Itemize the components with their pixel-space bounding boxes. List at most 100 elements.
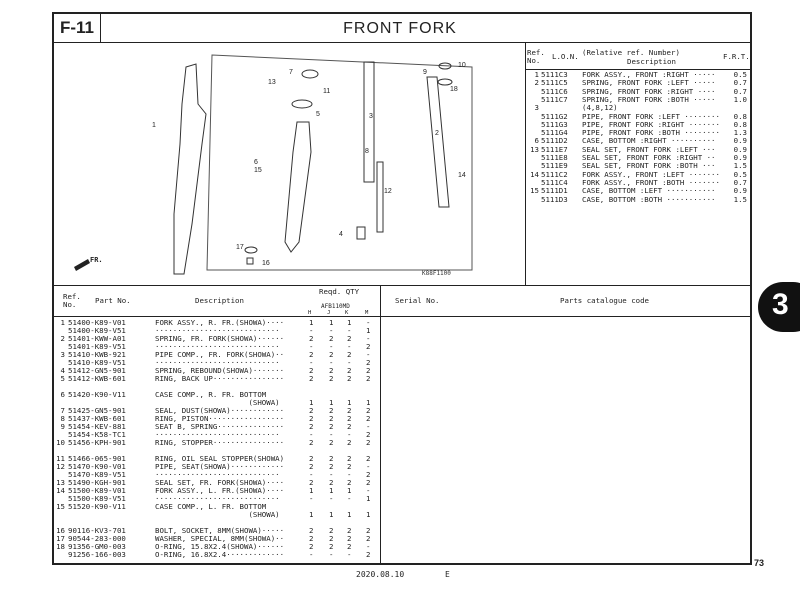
- cell-qty: 2: [366, 414, 371, 423]
- frt-table-header: Ref. No. L.O.N. (Relative ref. Number) D…: [527, 49, 752, 69]
- frt-lon: 5111E8: [541, 153, 568, 162]
- exploded-diagram: K88F1100 FR.: [74, 54, 473, 277]
- cell-desc: ····························: [155, 326, 280, 335]
- cell-qty: 2: [329, 478, 334, 487]
- col-description: Description: [195, 296, 244, 305]
- cell-qty: -: [366, 542, 371, 551]
- cell-qty: 2: [366, 438, 371, 447]
- callout-11: 11: [323, 88, 331, 95]
- frt-lon: 5111D2: [541, 136, 568, 146]
- cell-part: 51454-KEV-881: [68, 422, 126, 431]
- divider: [100, 12, 101, 42]
- cell-qty: 2: [309, 350, 314, 359]
- cell-qty: 1: [347, 398, 352, 407]
- cell-desc: PIPE, SEAT(SHOWA)············: [155, 462, 285, 471]
- cell-qty: -: [347, 326, 352, 335]
- col-lon: L.O.N.: [552, 52, 579, 61]
- frt-frt: 0.8: [733, 111, 747, 121]
- cell-qty: 2: [309, 366, 314, 375]
- divider: [380, 285, 381, 565]
- cell-qty: -: [366, 486, 371, 495]
- cell-qty: -: [347, 550, 352, 559]
- divider: [52, 285, 752, 286]
- cell-qty: 2: [329, 366, 334, 375]
- frt-desc: SEAL SET, FRONT FORK :LEFT ···: [582, 144, 716, 154]
- cell-ref: 14: [56, 486, 65, 495]
- cell-part: 90116-KV3-701: [68, 526, 126, 535]
- cell-ref: 1: [60, 318, 65, 327]
- cell-qty: -: [329, 342, 334, 351]
- cell-qty: 2: [366, 470, 371, 479]
- frt-lon: 5111G4: [541, 128, 568, 138]
- cell-qty: 1: [347, 318, 352, 327]
- cell-qty: 1: [329, 486, 334, 495]
- col-ref: Ref. No.: [63, 292, 81, 309]
- frt-ref: 13: [530, 144, 539, 154]
- cell-qty: -: [309, 550, 314, 559]
- cell-qty: -: [329, 494, 334, 503]
- cell-desc: CASE COMP., R. FR. BOTTOM: [155, 390, 267, 399]
- frt-desc: FORK ASSY., FRONT :BOTH ·······: [582, 177, 720, 187]
- cell-qty: 2: [366, 374, 371, 383]
- cell-qty: 2: [347, 374, 352, 383]
- frt-desc: SPRING, FRONT FORK :LEFT ·····: [582, 78, 716, 88]
- section-tab[interactable]: 3: [758, 282, 800, 332]
- callout-4: 4: [339, 231, 343, 238]
- section-code: F-11: [60, 18, 95, 37]
- frt-lon: 5111C3: [541, 70, 568, 79]
- cell-qty: -: [309, 494, 314, 503]
- cell-qty: 2: [347, 414, 352, 423]
- table-row: 51400-K89-V51···························…: [55, 327, 385, 335]
- cell-qty: 1: [366, 326, 371, 335]
- cell-ref: 12: [56, 462, 65, 471]
- cell-desc: SPRING, FR. FORK(SHOWA)······: [155, 334, 285, 343]
- cell-qty: -: [309, 342, 314, 351]
- cell-part: 90544-283-000: [68, 534, 126, 543]
- cell-qty: 2: [329, 414, 334, 423]
- frt-frt: 0.9: [733, 136, 747, 146]
- callout-15: 15: [254, 167, 262, 174]
- cell-qty: 2: [347, 366, 352, 375]
- cell-ref: 2: [60, 334, 65, 343]
- cell-qty: 2: [347, 534, 352, 543]
- page-title: FRONT FORK: [343, 20, 457, 37]
- cell-qty: -: [309, 430, 314, 439]
- cell-qty: 2: [309, 414, 314, 423]
- cell-qty: 2: [329, 526, 334, 535]
- cell-qty: 1: [347, 486, 352, 495]
- cell-qty: 2: [309, 462, 314, 471]
- cell-part: 91256-166-003: [68, 550, 126, 559]
- cell-qty: 2: [366, 366, 371, 375]
- cell-part: 51400-K89-V01: [68, 318, 126, 327]
- seat-pipe: [376, 161, 384, 233]
- cell-part: 51412-KWB-601: [68, 374, 126, 383]
- model-code: AFB110MD: [321, 303, 350, 310]
- cell-ref: 7: [60, 406, 65, 415]
- frt-desc: FORK ASSY., FRONT :RIGHT ·····: [582, 70, 716, 79]
- cell-qty: 1: [309, 486, 314, 495]
- frt-row: 3(4,8,12): [527, 104, 757, 112]
- callout-2: 2: [435, 130, 439, 137]
- cell-ref: 13: [56, 478, 65, 487]
- cell-qty: -: [329, 326, 334, 335]
- cell-qty: -: [309, 470, 314, 479]
- cell-qty: -: [366, 334, 371, 343]
- fork-assy-right: [173, 63, 207, 275]
- cell-desc: (SHOWA): [155, 398, 280, 407]
- cell-qty: 2: [309, 534, 314, 543]
- cell-qty: 2: [347, 454, 352, 463]
- cell-qty: -: [366, 462, 371, 471]
- cell-qty: 2: [347, 422, 352, 431]
- cell-qty: 1: [366, 494, 371, 503]
